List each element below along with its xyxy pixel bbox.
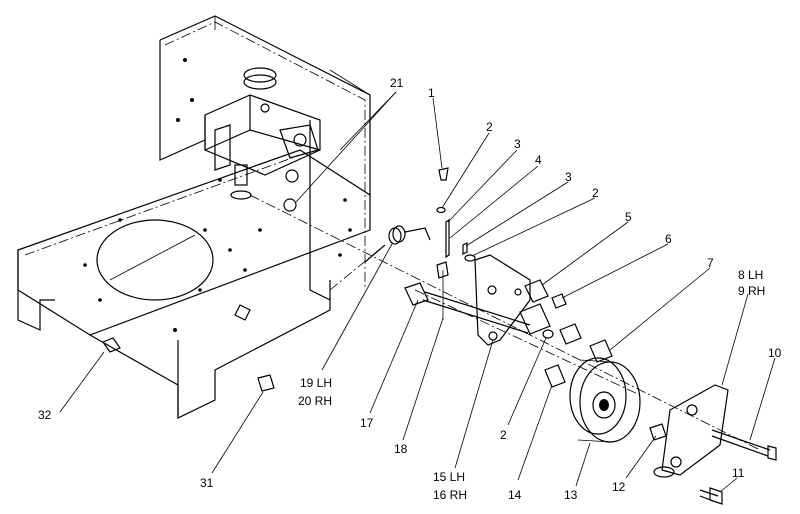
callout-2: 2 [486, 120, 493, 134]
callout-16: 16 RH [433, 488, 468, 502]
callout-19: 19 LH [300, 376, 333, 390]
callout-10: 10 [768, 346, 782, 360]
callout-12: 12 [612, 480, 626, 494]
callout-11: 11 [732, 466, 745, 480]
idler-pulley [569, 357, 641, 443]
callout-32: 32 [38, 408, 52, 422]
callout-15: 15 LH [433, 470, 466, 484]
callout-2b: 2 [592, 186, 599, 200]
callout-6: 6 [665, 232, 672, 246]
frame-hardware [102, 304, 275, 392]
frame-chassis [17, 15, 371, 419]
spacers [519, 279, 667, 441]
callout-2c: 2 [500, 428, 507, 442]
callout-8: 8 LH [738, 268, 764, 282]
callout-9: 9 RH [738, 284, 766, 298]
callout-5: 5 [625, 210, 632, 224]
callout-20: 20 RH [298, 394, 333, 408]
callout-4: 4 [535, 153, 542, 167]
torsion-spring [364, 225, 431, 263]
callout-17: 17 [360, 416, 374, 430]
bolt-axis-line [414, 289, 641, 396]
callout-3b: 3 [565, 170, 572, 184]
long-bolt [404, 282, 531, 334]
callout-31: 31 [200, 476, 214, 490]
callout-14: 14 [508, 488, 522, 502]
callout-18: 18 [394, 442, 408, 456]
assembly-axis-line [249, 194, 761, 451]
hydro-pump [204, 94, 321, 200]
callout-7: 7 [707, 256, 714, 270]
callout-21: 21 [390, 76, 404, 90]
pulley-bracket [653, 384, 777, 505]
callout-3: 3 [514, 137, 521, 151]
pump-bolt [283, 198, 297, 212]
callout-1: 1 [428, 86, 435, 100]
frame-mounting-holes [83, 58, 352, 332]
callout-13: 13 [564, 488, 578, 502]
hardware-stack [436, 167, 476, 320]
leader-lines [59, 91, 776, 493]
